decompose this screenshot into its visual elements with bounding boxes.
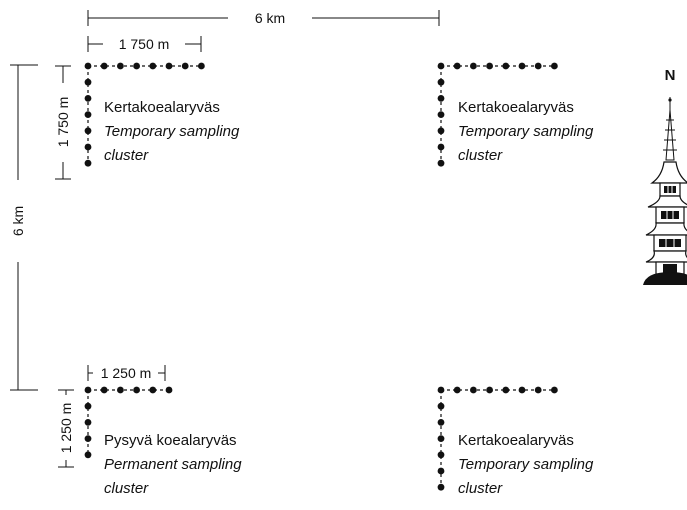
cluster-label-top-left: Kertakoealaryväs Temporary sampling clus… <box>104 99 240 164</box>
cluster-label-bottom-left: Pysyvä koealaryväs Permanent sampling cl… <box>104 432 242 497</box>
permanent-arm-vertical-label: 1 250 m <box>58 403 74 454</box>
sample-plot-dot <box>133 386 141 394</box>
sample-plot-dot <box>149 62 157 70</box>
sample-plot-dot <box>133 62 141 70</box>
horizontal-spacing-dimension: 6 km <box>87 10 440 26</box>
sampling-cluster-bottom-right <box>437 386 558 491</box>
sample-plot-dot <box>437 467 445 475</box>
sample-plot-dot <box>117 62 124 70</box>
sample-plot-dot <box>518 386 526 394</box>
sample-plot-dot <box>117 386 124 394</box>
sample-plot-dot <box>437 451 445 459</box>
cluster-label-en-2: cluster <box>104 480 149 497</box>
sample-plot-dot <box>437 78 445 86</box>
sample-plot-dot <box>84 435 92 442</box>
sample-plot-dot <box>486 62 493 70</box>
cluster-label-en: Temporary sampling <box>104 123 240 140</box>
sample-plot-dot <box>437 419 445 426</box>
sample-plot-dot <box>84 402 92 410</box>
temporary-arm-vertical-label: 1 750 m <box>55 97 71 148</box>
sampling-cluster-top-left <box>84 62 205 167</box>
sample-plot-dot <box>149 386 157 394</box>
sample-plot-dot <box>437 402 445 410</box>
sample-plot-dot <box>437 62 445 70</box>
sample-plot-dot <box>84 386 92 394</box>
clusters-layer <box>84 62 558 491</box>
cluster-label-en: Temporary sampling <box>458 456 594 473</box>
permanent-arm-label: 1 250 m <box>101 365 152 381</box>
sample-plot-dot <box>453 386 461 394</box>
sample-plot-dot <box>453 62 461 70</box>
sample-plot-dot <box>84 127 92 135</box>
sample-plot-dot <box>100 386 108 394</box>
sample-plot-dot <box>84 143 92 151</box>
sample-plot-dot <box>84 111 92 118</box>
sample-plot-dot <box>437 483 445 491</box>
sample-plot-dot <box>437 95 445 102</box>
sample-plot-dot <box>84 159 92 167</box>
cluster-label-en-2: cluster <box>458 147 503 164</box>
temporary-arm-dimension: 1 750 m <box>87 36 202 52</box>
north-label: N <box>665 67 676 84</box>
sample-plot-dot <box>165 62 173 70</box>
sample-plot-dot <box>84 95 92 102</box>
cluster-label-en: Permanent sampling <box>104 456 242 473</box>
sampling-cluster-bottom-left <box>84 386 173 459</box>
sample-plot-dot <box>181 62 189 70</box>
north-arrow: N <box>643 67 687 285</box>
sample-plot-dot <box>437 111 445 118</box>
sample-plot-dot <box>100 62 108 70</box>
cluster-label-en-2: cluster <box>104 147 149 164</box>
cluster-label-en-2: cluster <box>458 480 503 497</box>
sample-plot-dot <box>198 62 205 70</box>
permanent-arm-dimension: 1 250 m <box>87 365 166 381</box>
sample-plot-dot <box>470 386 477 394</box>
sample-plot-dot <box>437 386 445 394</box>
horizontal-spacing-label: 6 km <box>255 10 285 26</box>
temporary-arm-vertical-dimension: 1 750 m <box>55 65 71 180</box>
cluster-label-fi: Kertakoealaryväs <box>458 99 574 116</box>
pagoda-north-arrow-icon <box>643 97 687 285</box>
sample-plot-dot <box>165 386 173 394</box>
sample-plot-dot <box>486 386 493 394</box>
sample-plot-dot <box>551 386 558 394</box>
sample-plot-dot <box>437 159 445 167</box>
sample-plot-dot <box>518 62 526 70</box>
vertical-spacing-dimension: 6 km <box>10 64 38 391</box>
sample-plot-dot <box>437 143 445 151</box>
sample-plot-dot <box>470 62 477 70</box>
temporary-arm-label: 1 750 m <box>119 36 170 52</box>
sample-plot-dot <box>437 127 445 135</box>
sample-plot-dot <box>534 386 542 394</box>
cluster-label-en: Temporary sampling <box>458 123 594 140</box>
sampling-cluster-top-right <box>437 62 558 167</box>
sample-plot-dot <box>84 451 92 459</box>
sample-plot-dot <box>534 62 542 70</box>
cluster-label-bottom-right: Kertakoealaryväs Temporary sampling clus… <box>458 432 594 497</box>
sample-plot-dot <box>437 435 445 442</box>
cluster-label-fi: Kertakoealaryväs <box>104 99 220 116</box>
sample-plot-dot <box>84 78 92 86</box>
sample-plot-dot <box>502 62 510 70</box>
sample-plot-dot <box>84 419 92 426</box>
permanent-arm-vertical-dimension: 1 250 m <box>58 389 74 468</box>
sample-plot-dot <box>502 386 510 394</box>
sample-plot-dot <box>84 62 92 70</box>
cluster-label-fi: Pysyvä koealaryväs <box>104 432 237 449</box>
cluster-label-top-right: Kertakoealaryväs Temporary sampling clus… <box>458 99 594 164</box>
sample-plot-dot <box>551 62 558 70</box>
cluster-label-fi: Kertakoealaryväs <box>458 432 574 449</box>
vertical-spacing-label: 6 km <box>10 206 26 236</box>
